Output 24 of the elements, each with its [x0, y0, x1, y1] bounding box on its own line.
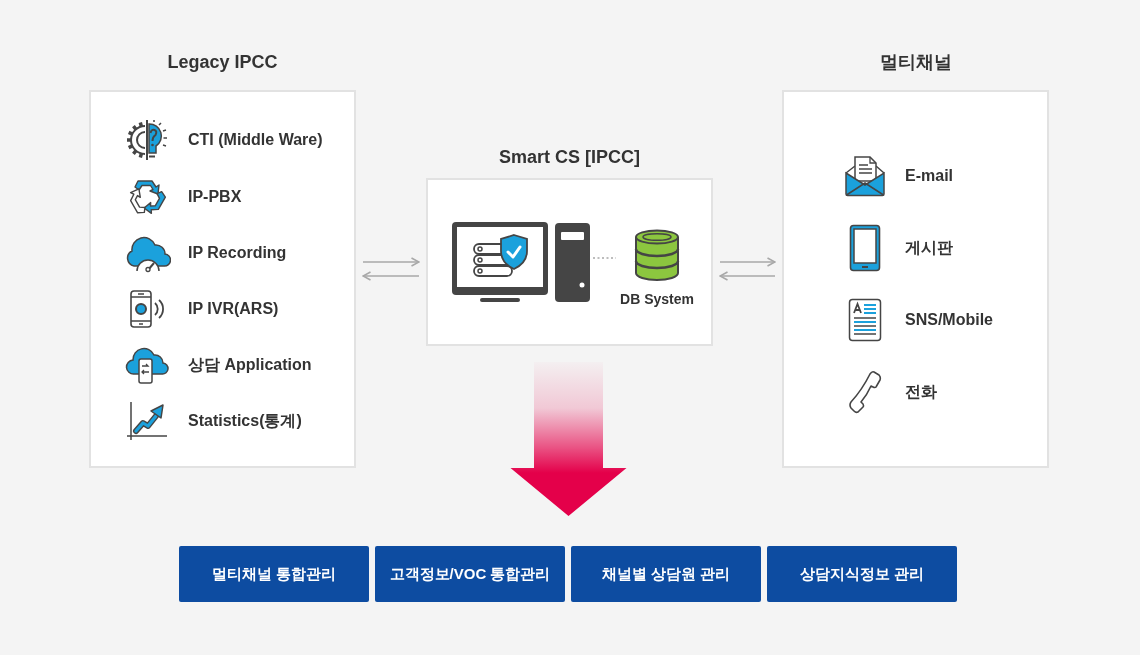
- function-box: 채널별 상담원 관리: [571, 546, 761, 602]
- item-label: IP IVR(ARS): [188, 299, 279, 319]
- arrow: [362, 271, 420, 281]
- item-label: 게시판: [905, 238, 953, 258]
- block-arrow: [510, 362, 627, 516]
- item-label: 상담 Application: [188, 355, 312, 375]
- item-label: Statistics(통계): [188, 411, 302, 431]
- item-label: SNS/Mobile: [905, 310, 993, 330]
- item-label: CTI (Middle Ware): [188, 130, 323, 150]
- computer-icon: [452, 222, 590, 302]
- item-label: 전화: [905, 382, 937, 402]
- function-box: 멀티채널 통합관리: [179, 546, 369, 602]
- arrow: [719, 257, 776, 267]
- function-box: 상담지식정보 관리: [767, 546, 957, 602]
- item-label: IP Recording: [188, 243, 287, 263]
- item-label: E-mail: [905, 166, 953, 186]
- arrow: [362, 257, 420, 267]
- item-label: IP-PBX: [188, 187, 242, 207]
- panel-title: Legacy IPCC: [167, 51, 278, 73]
- icon-caption: DB System: [620, 290, 694, 309]
- panel-title: 멀티채널: [879, 51, 952, 73]
- arrow: [719, 271, 776, 281]
- function-box: 고객정보/VOC 통합관리: [375, 546, 565, 602]
- panel-title: Smart CS [IPCC]: [499, 146, 640, 168]
